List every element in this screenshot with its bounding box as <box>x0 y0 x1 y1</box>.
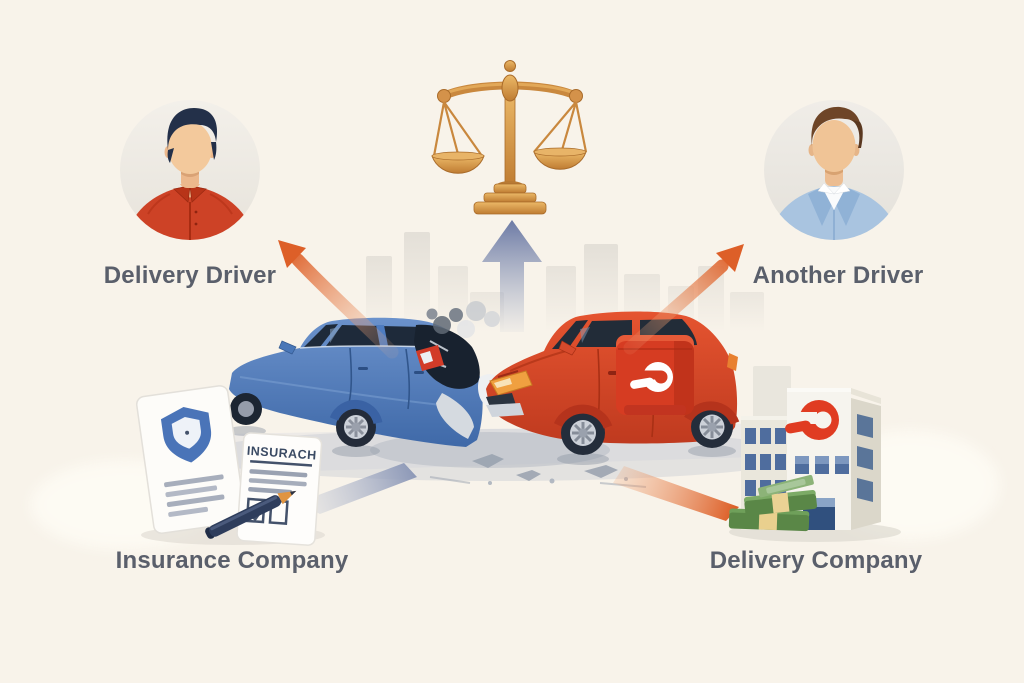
shield-icon <box>160 407 212 463</box>
smoke-puffs <box>426 301 500 338</box>
label-insurance-company: Insurance Company <box>115 547 349 574</box>
scales-of-justice-icon <box>431 60 588 215</box>
insurance-documents-icon: INSURACH <box>135 385 325 546</box>
money-stack <box>728 474 817 532</box>
pen-icon <box>205 490 297 539</box>
person-red-shirt <box>124 108 256 240</box>
another-driver-avatar <box>764 100 904 240</box>
doordash-logo-bag <box>630 362 673 392</box>
delivery-driver-avatar <box>120 100 260 240</box>
building-side-windows <box>857 414 873 502</box>
label-another-driver: Another Driver <box>752 262 924 289</box>
building-windows <box>795 456 849 474</box>
label-delivery-company: Delivery Company <box>709 547 923 574</box>
doordash-logo-building <box>785 400 839 440</box>
insurance-paper-form: INSURACH <box>236 432 323 546</box>
delivery-bag <box>616 335 694 415</box>
insurance-paper-shield <box>135 385 246 534</box>
insurance-form-header: INSURACH <box>246 444 317 463</box>
person-blue-blazer <box>766 106 902 240</box>
label-delivery-driver: Delivery Driver <box>103 262 277 289</box>
delivery-company-building <box>728 388 901 542</box>
skyline-building <box>730 292 764 332</box>
skyline-building <box>404 232 430 332</box>
